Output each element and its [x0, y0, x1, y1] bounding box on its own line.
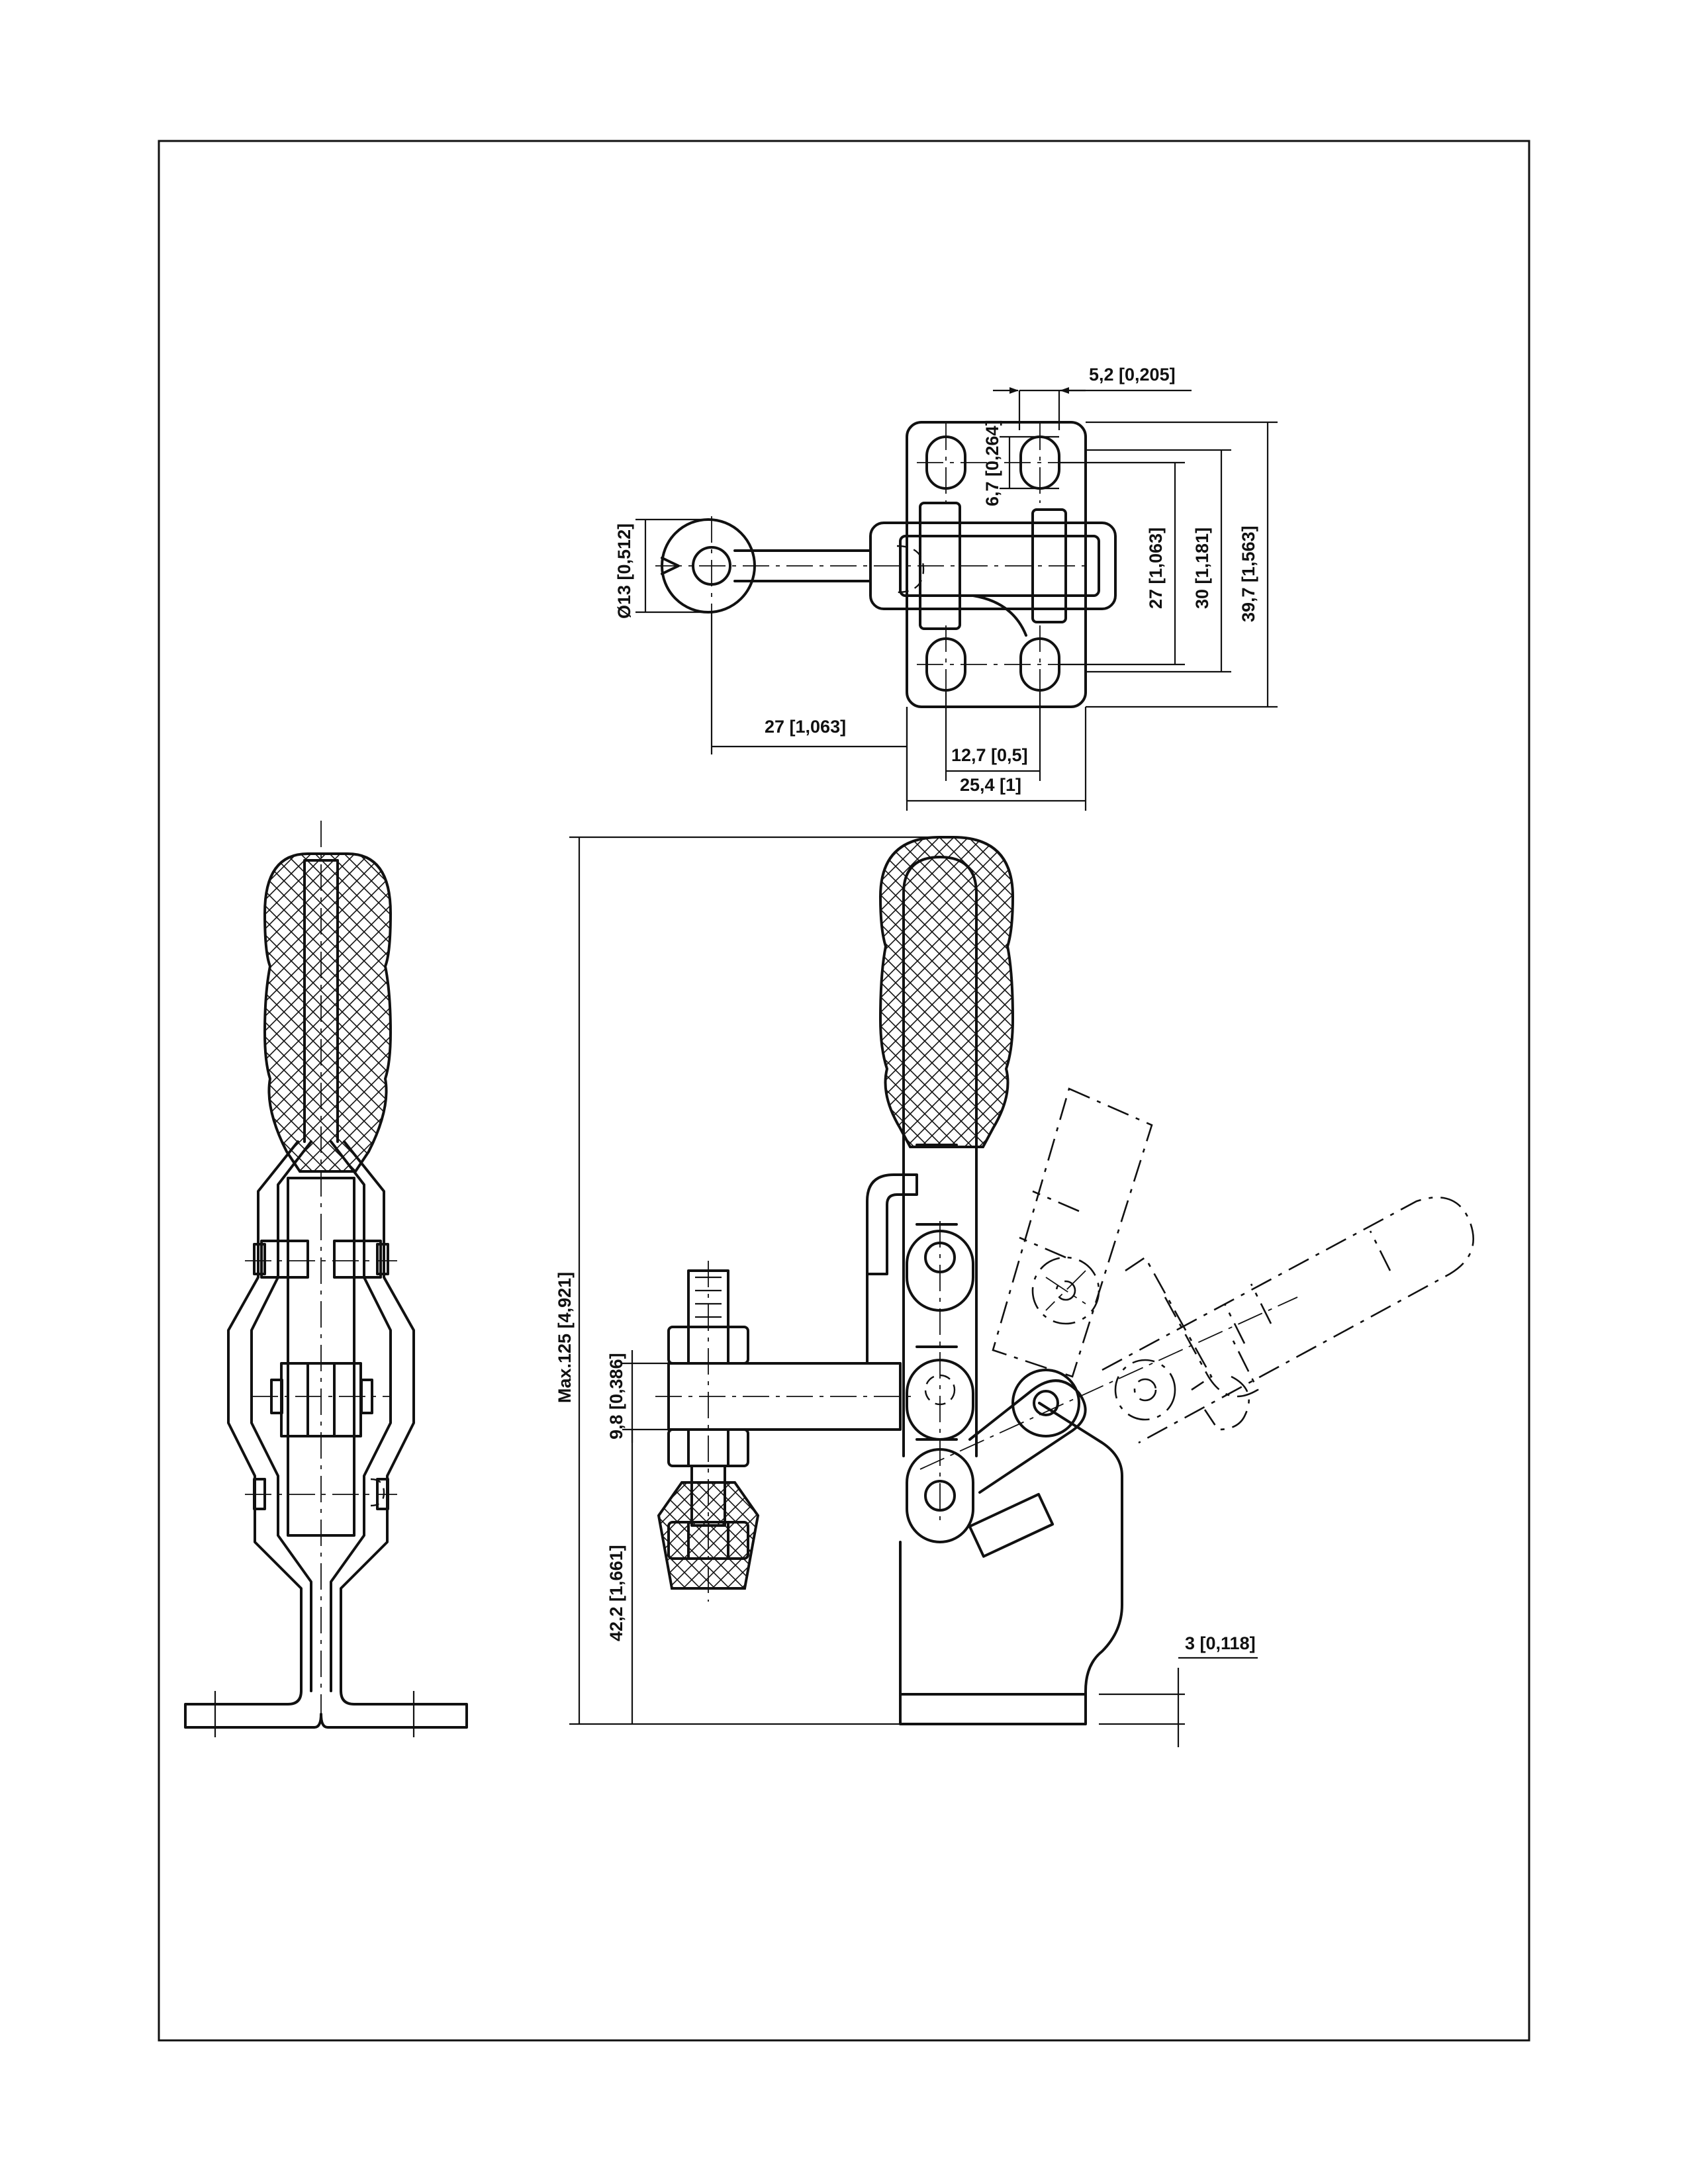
dim-base-height-30: 30 [1,181] — [1192, 527, 1212, 609]
dim-base-thickness: 3 [0,118] — [1185, 1633, 1256, 1653]
dim-base-width: 25,4 [1] — [960, 775, 1021, 795]
dim-slot-width: 5,2 [0,205] — [1089, 365, 1176, 385]
phantom-positions — [919, 1087, 1475, 1470]
dim-overall-height: Max.125 [4,921] — [555, 1272, 575, 1403]
dim-hole-pitch-y: 27 [1,063] — [1146, 527, 1166, 609]
dim-spindle-height: 9,8 [0,386] — [606, 1353, 626, 1439]
dim-reach: 27 [1,063] — [765, 717, 846, 737]
dim-slot-length: 6,7 [0,264] — [982, 420, 1002, 506]
drawing-frame — [158, 140, 1530, 2042]
dim-spindle-dia: Ø13 [0,512] — [614, 523, 634, 619]
dim-hole-pitch-x: 12,7 [0,5] — [951, 745, 1028, 765]
dim-base-height-total: 39,7 [1,563] — [1239, 525, 1258, 622]
dim-clamp-height: 42,2 [1,661] — [606, 1545, 626, 1641]
top-view — [655, 421, 1117, 741]
front-view-dimensions: Max.125 [4,921] 9,8 [0,386] 42,2 [1,661]… — [555, 836, 1258, 1747]
side-view — [184, 821, 468, 1737]
front-view — [655, 836, 1123, 1725]
top-view-dimensions: 5,2 [0,205] 6,7 [0,264] 27 [1,063] 30 [1… — [614, 365, 1278, 811]
